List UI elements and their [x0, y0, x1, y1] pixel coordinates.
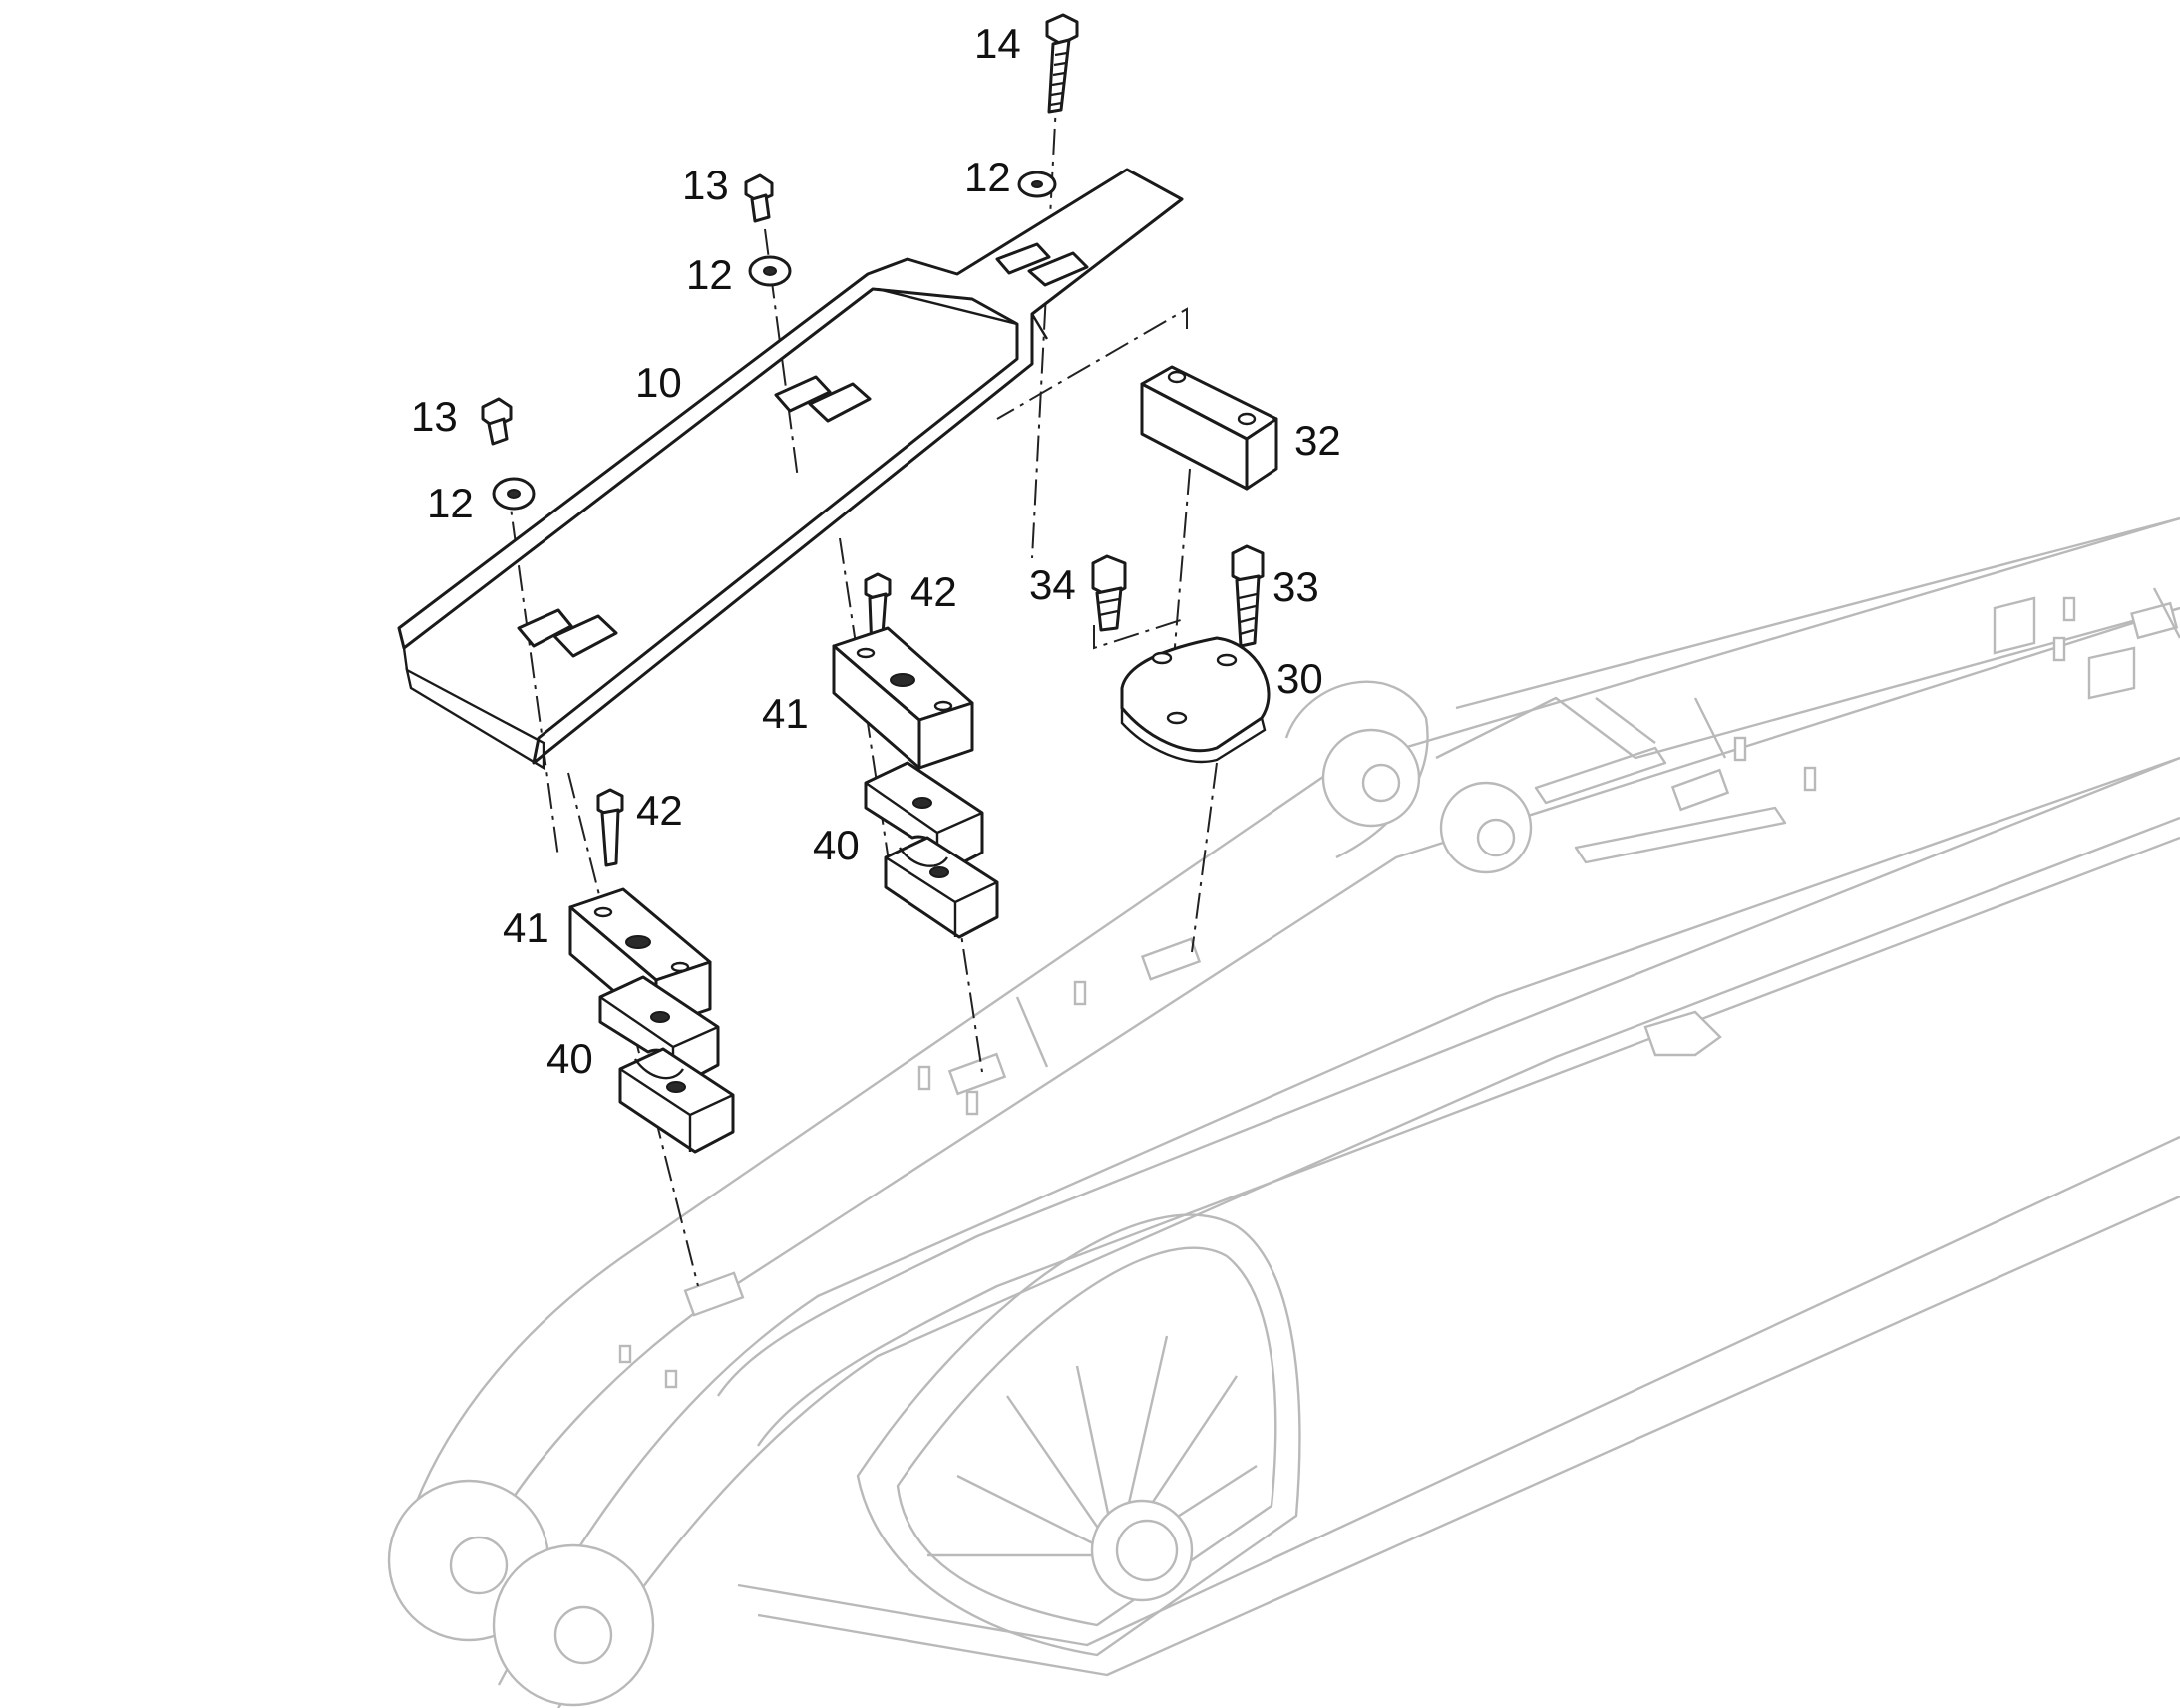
cap-screw-part-34: [1091, 554, 1127, 632]
callout-30: 30: [1276, 655, 1323, 702]
callout-40: 40: [813, 822, 860, 868]
callout-13: 13: [682, 162, 729, 208]
callout-34: 34: [1029, 561, 1076, 608]
bolt-part-14: [1045, 13, 1079, 114]
mount-plate-part-30: [1120, 636, 1271, 764]
callout-41: 41: [503, 904, 549, 951]
callout-13: 13: [411, 393, 458, 440]
cover-slot: [517, 242, 1089, 658]
cover-channel-part-10: [397, 168, 1184, 771]
part-callouts: 14 12 13 12 10 13 12 32 42 34 33 30 41 4…: [411, 20, 1341, 1082]
callout-12: 12: [427, 480, 474, 526]
spacer-block-part-32: [1140, 365, 1278, 491]
callout-10: 10: [635, 359, 682, 406]
excavator-boom: [387, 516, 2180, 1708]
callout-12: 12: [686, 251, 733, 298]
bolt-part-13: [481, 173, 774, 446]
callout-42: 42: [636, 787, 683, 834]
callout-12: 12: [964, 154, 1011, 200]
cap-screw-part-33: [1231, 544, 1265, 648]
clamp-half-part-40: [598, 761, 999, 1154]
callout-33: 33: [1272, 563, 1319, 610]
callout-41: 41: [762, 690, 809, 737]
callout-14: 14: [974, 20, 1021, 67]
washer-part-12: [492, 171, 1057, 511]
callout-42: 42: [910, 568, 957, 615]
callout-40: 40: [546, 1035, 593, 1082]
callout-32: 32: [1294, 417, 1341, 464]
